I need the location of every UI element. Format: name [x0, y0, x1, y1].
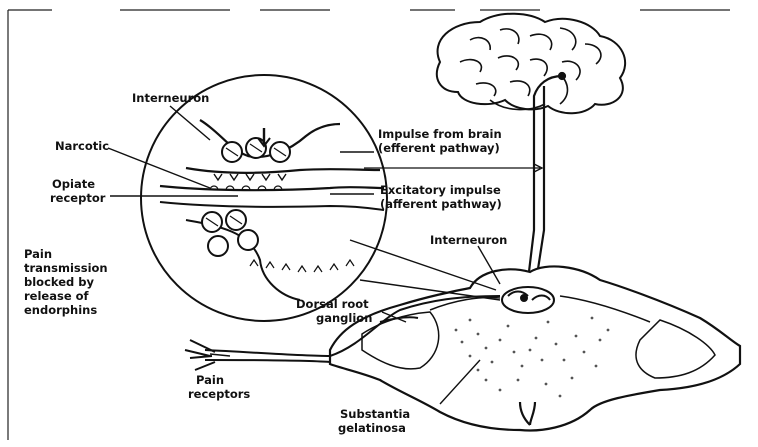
- label-substantia-2: gelatinosa: [338, 421, 406, 435]
- label-dorsal-1: Dorsal root: [296, 297, 369, 311]
- label-interneuron-top: Interneuron: [132, 91, 209, 105]
- label-excitatory-1: Excitatory impulse: [380, 183, 501, 197]
- label-pain-receptors-1: Pain: [196, 373, 224, 387]
- brain-illustration: [437, 14, 625, 114]
- label-substantia-1: Substantia: [340, 407, 410, 421]
- label-pain-block-2: transmission: [24, 261, 108, 275]
- label-pain-block-4: release of: [24, 289, 90, 303]
- label-dorsal-2: ganglion: [316, 311, 372, 325]
- label-opiate-2: receptor: [50, 191, 106, 205]
- label-pain-block-5: endorphins: [24, 303, 97, 317]
- label-pain-receptors-2: receptors: [188, 387, 250, 401]
- spinal-cord-section: [330, 266, 740, 430]
- label-narcotic: Narcotic: [55, 139, 109, 153]
- label-interneuron-cord: Interneuron: [430, 233, 507, 247]
- label-pain-block-3: blocked by: [24, 275, 94, 289]
- label-excitatory-2: (afferent pathway): [380, 197, 502, 211]
- label-impulse-brain-1: Impulse from brain: [378, 127, 502, 141]
- label-opiate-1: Opiate: [52, 177, 95, 191]
- label-impulse-brain-2: (efferent pathway): [378, 141, 500, 155]
- label-pain-block-1: Pain: [24, 247, 52, 261]
